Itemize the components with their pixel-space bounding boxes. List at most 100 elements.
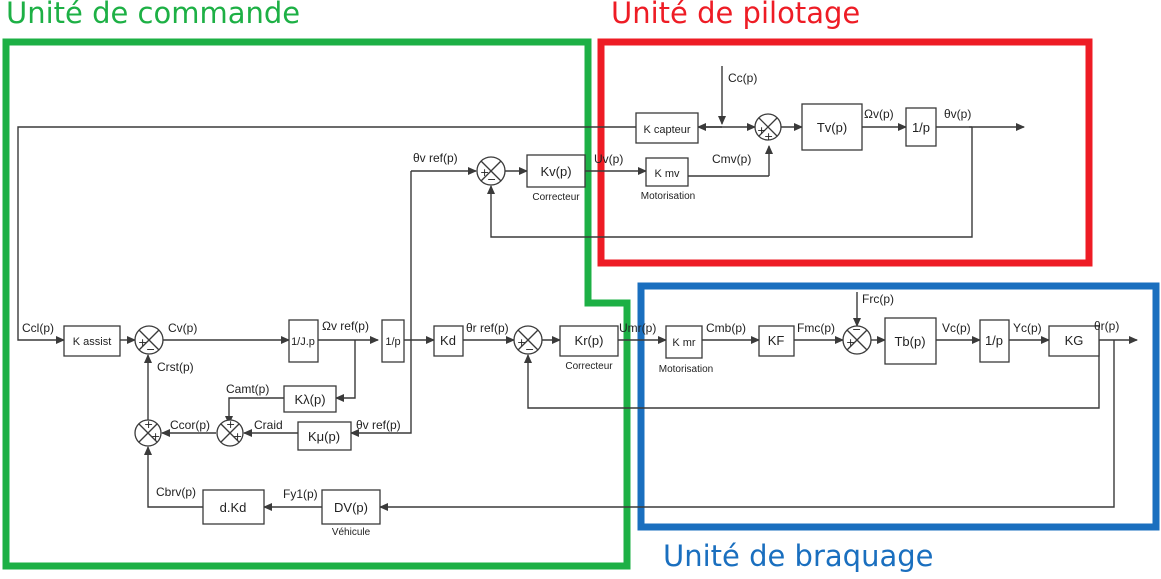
- sign-mark: +: [226, 418, 235, 431]
- block-kd: [433, 325, 464, 357]
- signal-omega-v: Ωv(p): [864, 107, 894, 121]
- wire-to-klambda: [335, 340, 356, 402]
- signal-theta-v: θv(p): [944, 107, 971, 121]
- signal-c-rst: Crst(p): [157, 360, 194, 374]
- sign-mark: +: [233, 430, 242, 443]
- sum-top: [476, 156, 506, 186]
- sign-mark: +: [764, 130, 773, 143]
- signal-y-c: Yc(p): [1013, 321, 1042, 335]
- label-kmr: K mr: [672, 337, 696, 349]
- sign-mark: −: [525, 343, 534, 356]
- wire-to-kmu: [350, 340, 412, 437]
- signal-c-v: Cv(p): [168, 321, 197, 335]
- signal-omega-v-ref: Ωv ref(p): [322, 319, 369, 333]
- signal-c-raid: Craid: [254, 418, 283, 432]
- caption-correcteur-top: Correcteur: [532, 192, 580, 203]
- label-dkd: d.Kd: [220, 500, 247, 515]
- wire-to-dv: [379, 340, 1115, 511]
- signal-c-mv: Cmv(p): [712, 152, 751, 166]
- sum-rst: [134, 419, 162, 447]
- block-kr: [559, 325, 619, 357]
- title-unite-braquage: Unité de braquage: [663, 539, 934, 573]
- label-int-braq: 1/p: [985, 333, 1003, 348]
- label-kf: KF: [768, 333, 785, 348]
- label-k-capteur: K capteur: [643, 124, 690, 136]
- sign-mark: −: [487, 173, 496, 186]
- block-kv: [526, 154, 586, 188]
- signal-theta-v-ref-low: θv ref(p): [356, 418, 401, 432]
- title-unite-pilotage: Unité de pilotage: [611, 0, 861, 30]
- signal-theta-r: θr(p): [1094, 319, 1119, 333]
- unit-pilotage-frame: [597, 38, 1093, 267]
- sign-mark: +: [144, 418, 153, 431]
- sign-mark: −: [146, 343, 155, 356]
- block-int-braq: [979, 319, 1010, 363]
- unit-braquage-frame: [637, 282, 1160, 531]
- caption-vehicule: Véhicule: [332, 527, 371, 538]
- block-kmv: [645, 157, 689, 187]
- label-klambda: Kλ(p): [294, 392, 325, 407]
- signal-theta-r-ref: θr ref(p): [466, 321, 509, 335]
- label-kg: KG: [1065, 333, 1084, 348]
- signal-c-cor: Ccor(p): [170, 418, 210, 432]
- label-kv: Kv(p): [540, 164, 571, 179]
- signal-c-brv: Cbrv(p): [156, 485, 196, 499]
- label-tv: Tv(p): [817, 120, 847, 135]
- label-kmv: K mv: [654, 168, 680, 180]
- title-unite-commande: Unité de commande: [6, 0, 301, 30]
- signal-theta-v-ref-top: θv ref(p): [413, 151, 458, 165]
- label-inv-jp: 1/J.p: [291, 336, 315, 348]
- signal-f-y1: Fy1(p): [283, 487, 318, 501]
- sum-theta: [513, 325, 543, 355]
- wire-theta-v-feedback: [487, 127, 973, 238]
- sign-mark: +: [757, 124, 766, 137]
- caption-motorisation-top: Motorisation: [641, 191, 695, 202]
- block-dv: [321, 489, 381, 525]
- sign-mark: +: [151, 430, 160, 443]
- signal-v-c: Vc(p): [942, 321, 971, 335]
- block-int-cmd: [381, 319, 405, 363]
- block-kg: [1048, 325, 1100, 357]
- signal-cc: Cc(p): [728, 71, 757, 85]
- signal-c-mb: Cmb(p): [706, 321, 746, 335]
- sign-mark: +: [480, 166, 489, 179]
- signal-c-cl: Ccl(p): [22, 321, 54, 335]
- block-kmu: [297, 421, 352, 451]
- sum-braq: [842, 325, 872, 355]
- caption-motorisation-low: Motorisation: [659, 364, 713, 375]
- wire-camt: [225, 397, 284, 425]
- wire-cbrv: [144, 446, 203, 508]
- signal-u-v: Uv(p): [594, 152, 623, 166]
- block-k-assist: [63, 325, 121, 357]
- signal-u-mr: Umr(p): [619, 321, 656, 335]
- wire-theta-r-feedback: [524, 340, 1100, 409]
- sum-assist: [134, 325, 164, 355]
- sign-mark: −: [852, 323, 861, 336]
- label-kd: Kd: [440, 333, 456, 348]
- label-tb: Tb(p): [894, 334, 925, 349]
- label-int-pilot: 1/p: [912, 120, 930, 135]
- block-klambda: [283, 385, 337, 413]
- sum-cor: [216, 419, 244, 447]
- label-k-assist: K assist: [73, 336, 112, 348]
- unit-commande-frame: [2, 38, 631, 570]
- signal-f-rc: Frc(p): [862, 292, 894, 306]
- block-kmr: [665, 325, 703, 359]
- caption-correcteur-low: Correcteur: [565, 361, 613, 372]
- sign-mark: +: [138, 336, 147, 349]
- signal-f-mc: Fmc(p): [797, 321, 835, 335]
- signal-c-amt: Camt(p): [226, 382, 269, 396]
- label-kr: Kr(p): [575, 333, 604, 348]
- block-k-capteur: [635, 112, 699, 144]
- block-tv: [801, 103, 863, 151]
- label-kmu: Kμ(p): [308, 429, 340, 444]
- block-dkd: [202, 489, 265, 525]
- block-tb: [884, 317, 937, 365]
- label-int-cmd: 1/p: [385, 336, 400, 348]
- sign-mark: +: [846, 336, 855, 349]
- wire-ccl: [17, 126, 636, 344]
- sum-pilot: [754, 113, 782, 141]
- label-dv: DV(p): [334, 500, 368, 515]
